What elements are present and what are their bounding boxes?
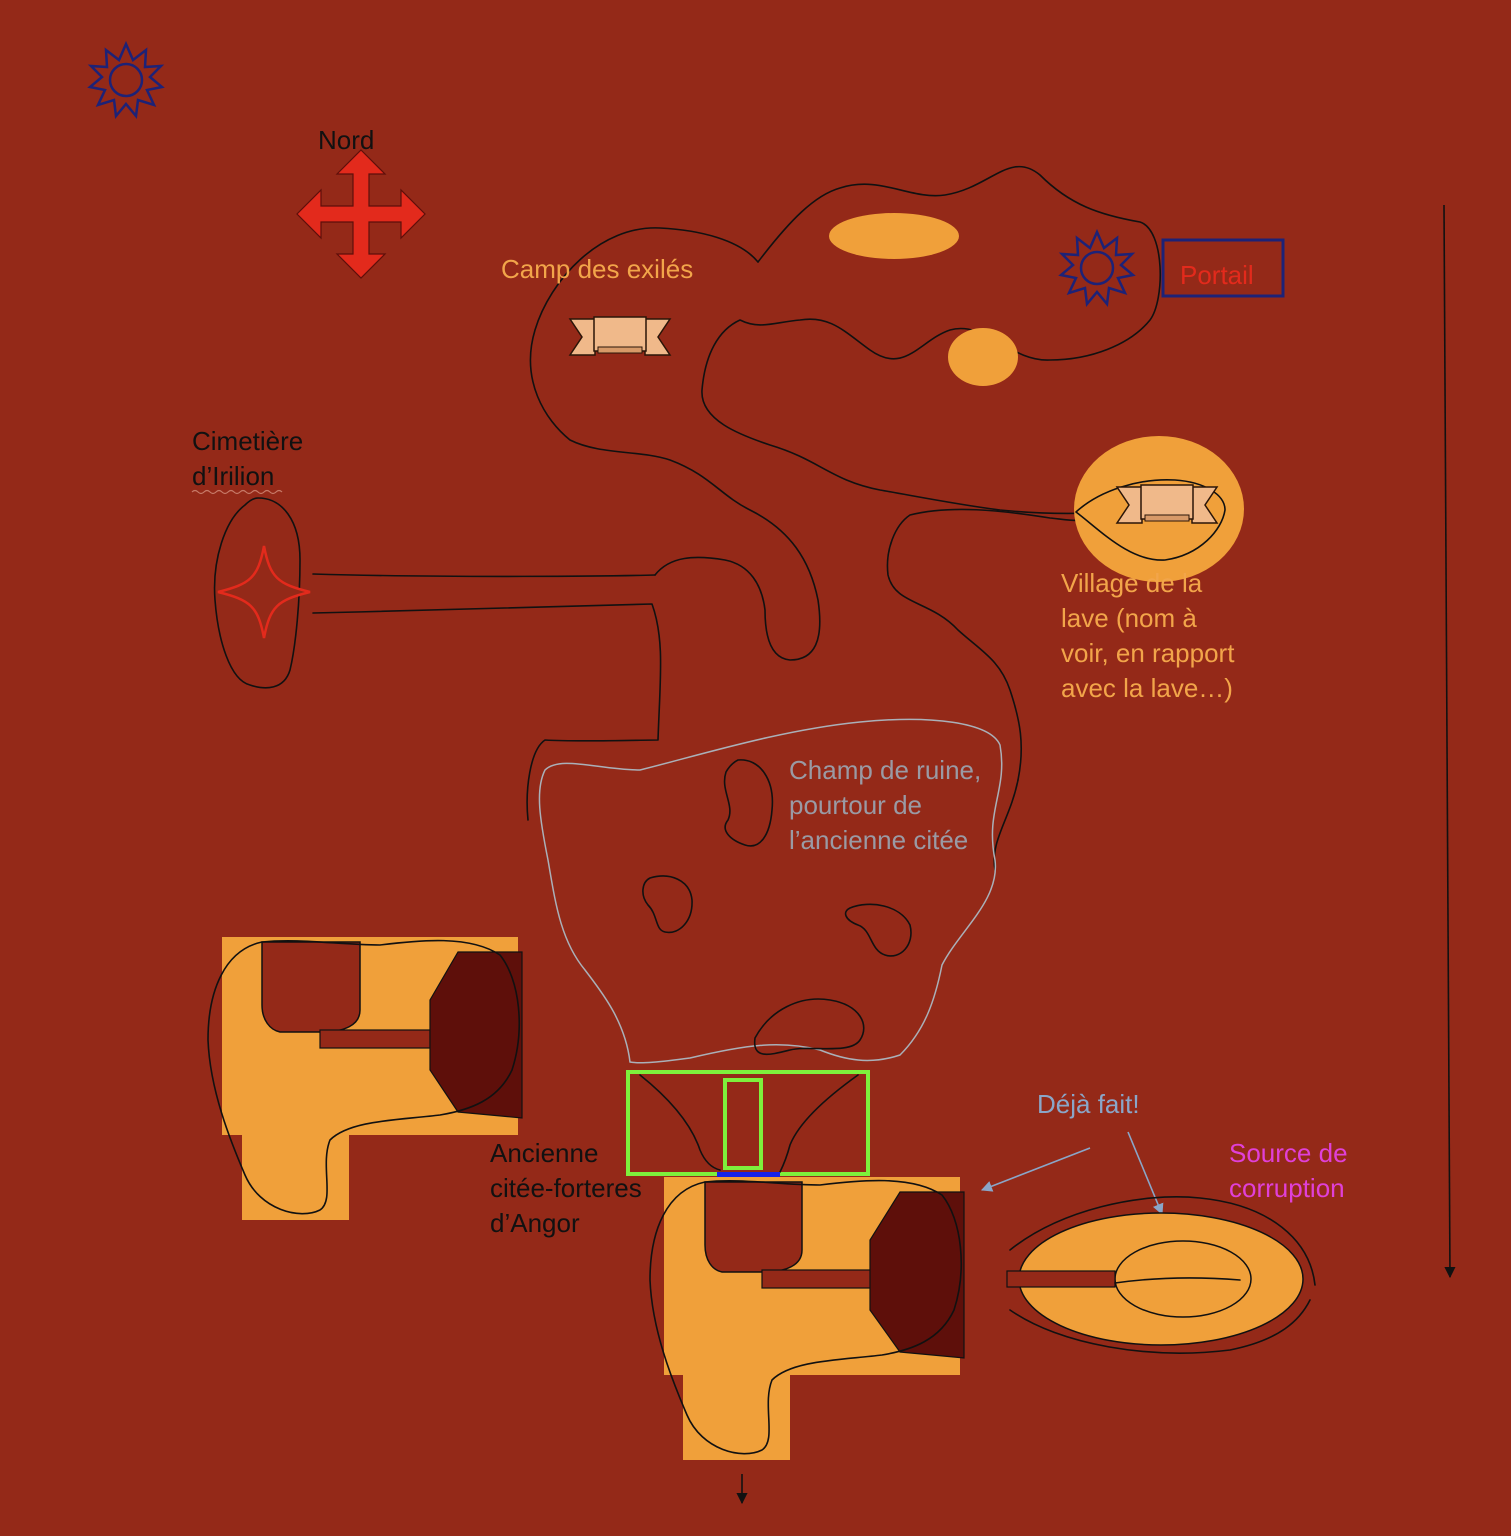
- portal-sun-icon: [1059, 230, 1135, 306]
- lava-village-outline: [1075, 478, 1226, 561]
- village-label-line2: lave (nom à: [1061, 603, 1197, 633]
- sun-icon: [88, 42, 164, 118]
- done-arrow-to-source: [1127, 1131, 1164, 1216]
- source-label-line2: corruption: [1229, 1173, 1345, 1203]
- lava-village-banner-icon: [1116, 484, 1218, 524]
- done-arrow-to-fortress: [980, 1147, 1091, 1192]
- source-label-line1: Source de: [1229, 1138, 1348, 1168]
- portal-label: Portail: [1180, 260, 1254, 290]
- compass-label: Nord: [318, 125, 374, 155]
- citadel-label-line3: d’Angor: [490, 1208, 580, 1238]
- done-label: Déjà fait!: [1037, 1089, 1140, 1119]
- cemetery-label-underline: [191, 489, 283, 495]
- cave-network-outline: [312, 165, 1162, 871]
- ruins-label-line3: l’ancienne citée: [789, 825, 968, 855]
- citadel-label-line1: Ancienne: [490, 1138, 598, 1168]
- west-fortress: [207, 937, 523, 1220]
- camp-label: Camp des exilés: [501, 254, 693, 284]
- citadel-label-line2: citée-forteres: [490, 1173, 642, 1203]
- cemetery-star-icon: [217, 545, 311, 639]
- arrow-down-icon-right: [1443, 204, 1456, 1279]
- lava-pool-small: [948, 328, 1018, 386]
- compass-arrows-icon: [296, 149, 426, 279]
- village-label-line3: voir, en rapport: [1061, 638, 1235, 668]
- central-fortress: [649, 1177, 965, 1460]
- citadel-gate: [626, 1070, 870, 1185]
- ruins-label-line1: Champ de ruine,: [789, 755, 981, 785]
- village-label-line1: Village de la: [1061, 568, 1203, 598]
- village-label-line4: avec la lave…): [1061, 673, 1233, 703]
- ruins-inner-shapes: [642, 759, 912, 1056]
- camp-banner-icon: [569, 316, 671, 356]
- ruins-field-outline: [538, 718, 1003, 1064]
- lava-pool-large: [829, 213, 959, 259]
- corruption-source: [1006, 1196, 1316, 1354]
- cemetery-outline: [213, 497, 301, 689]
- cemetery-label-line2: d’Irilion: [192, 461, 274, 491]
- portal-frame: [1161, 238, 1285, 298]
- cemetery-label-line1: Cimetière: [192, 426, 303, 456]
- ruins-label-line2: pourtour de: [789, 790, 922, 820]
